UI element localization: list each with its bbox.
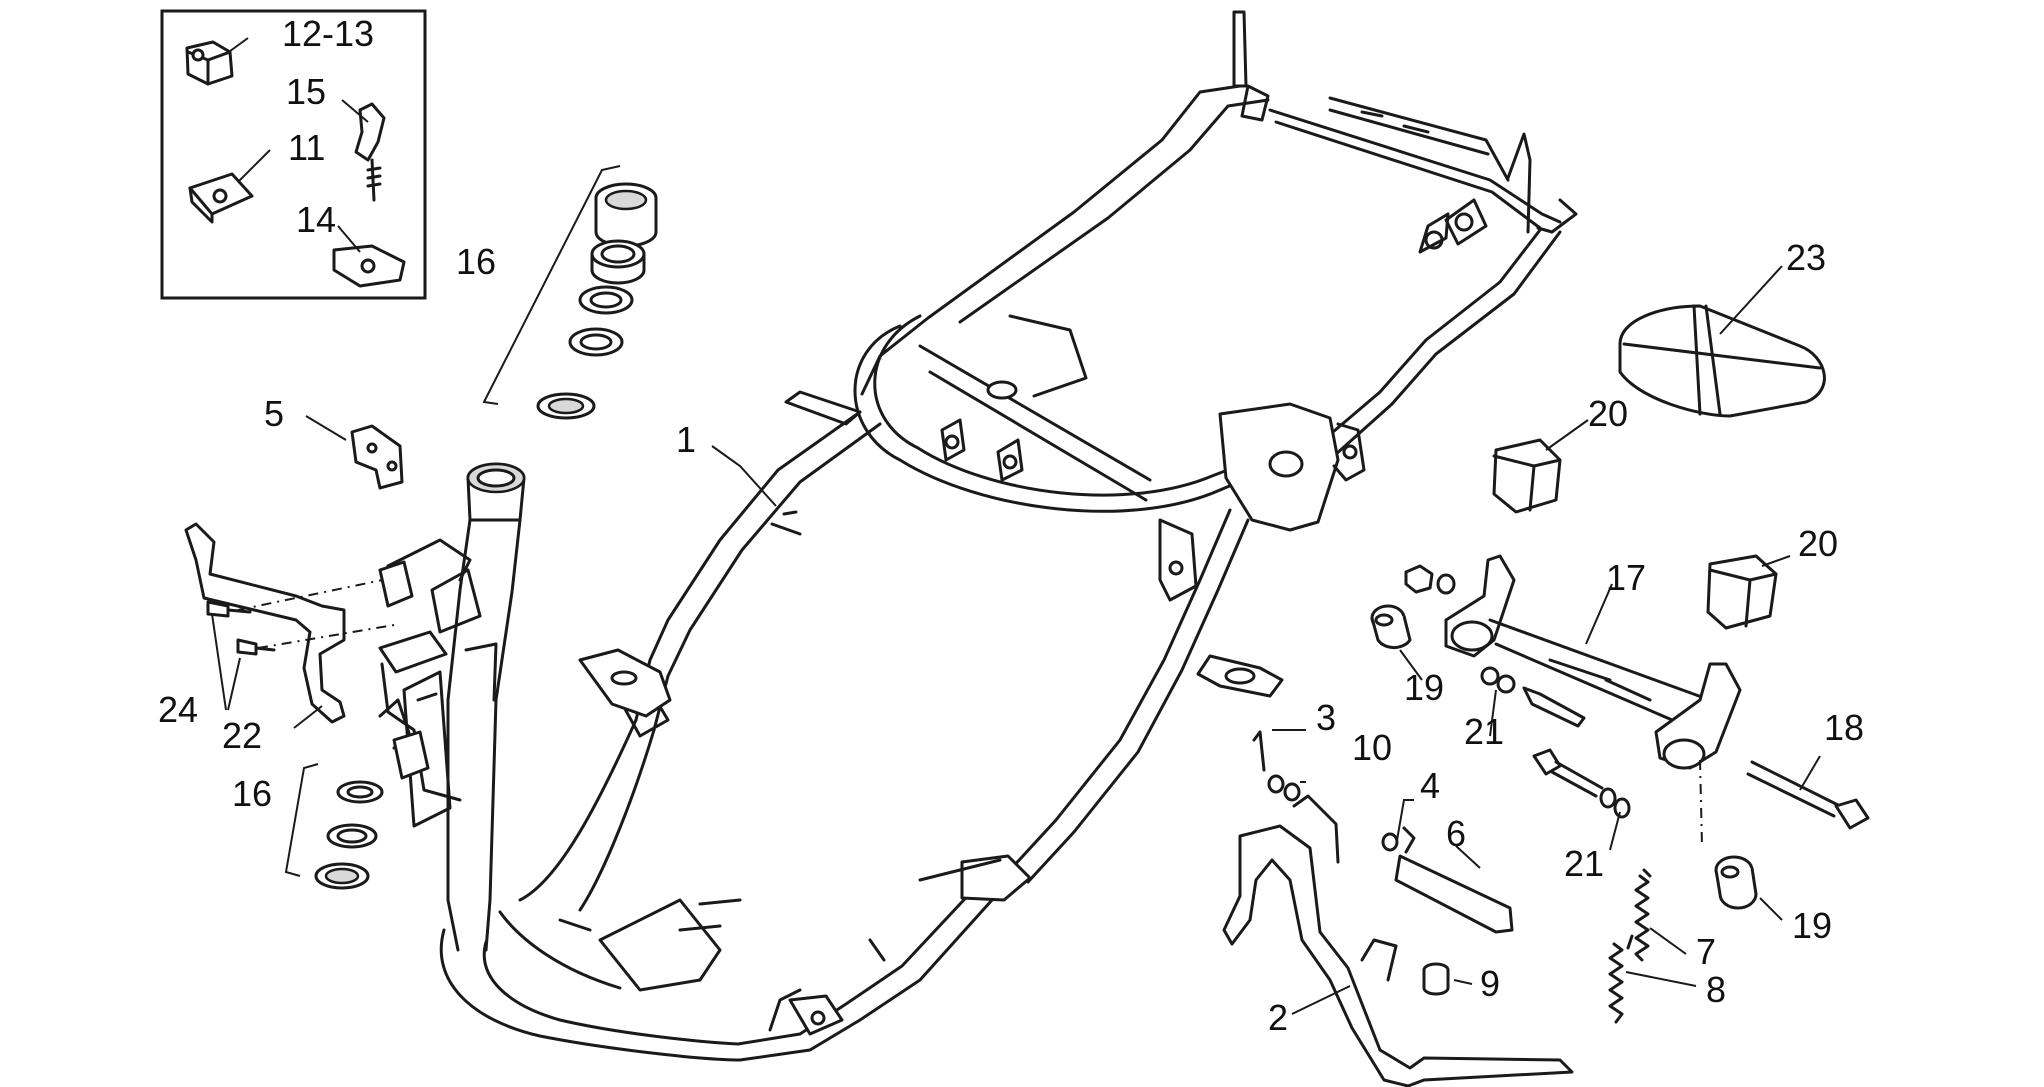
clip-part — [332, 244, 406, 288]
callout-10: 10 — [1352, 727, 1392, 768]
cable-clamp-part — [354, 102, 386, 202]
pad-part — [1618, 265, 1826, 418]
main-frame-part — [378, 10, 1578, 1062]
callout-8: 8 — [1706, 969, 1726, 1010]
callout-22: 22 — [222, 715, 262, 756]
rubber-block-upper — [1492, 419, 1589, 514]
rubber-block-lower — [1706, 554, 1791, 630]
callout-15: 15 — [286, 71, 326, 112]
silent-block-lower — [1699, 759, 1783, 921]
callout-4: 4 — [1420, 765, 1440, 806]
callout-16-bottom: 16 — [232, 773, 272, 814]
callout-14: 14 — [296, 199, 336, 240]
center-stand-part — [1222, 794, 1574, 1087]
engine-link-part — [1444, 554, 1742, 770]
hardware-inset — [160, 9, 427, 300]
callout-18: 18 — [1824, 707, 1864, 748]
callout-21-top: 21 — [1464, 711, 1504, 752]
stand-bolt-part — [1381, 799, 1514, 934]
callout-1: 1 — [676, 419, 696, 460]
callout-19-bottom: 19 — [1792, 905, 1832, 946]
spacer-part — [1422, 962, 1473, 996]
callout-21-bottom: 21 — [1564, 843, 1604, 884]
front-bracket-part — [305, 415, 404, 490]
callout-23: 23 — [1786, 237, 1826, 278]
silent-block-upper — [1370, 604, 1423, 681]
callout-16-top: 16 — [456, 241, 496, 282]
callout-7: 7 — [1696, 931, 1716, 972]
callout-19-top: 19 — [1404, 667, 1444, 708]
clip-nut-part — [185, 40, 234, 86]
side-bracket-part — [184, 522, 401, 729]
inset-frame — [160, 9, 427, 300]
steering-bearing-kit-upper — [482, 165, 658, 420]
steering-bearing-kit-lower — [284, 763, 384, 890]
callout-11: 11 — [288, 127, 325, 168]
callout-6: 6 — [1446, 813, 1466, 854]
callout-5: 5 — [264, 393, 284, 434]
callout-9: 9 — [1480, 963, 1500, 1004]
callout-20-top: 20 — [1588, 393, 1628, 434]
callout-24: 24 — [158, 689, 198, 730]
bolt-set-lower — [1532, 748, 1870, 851]
callout-20-bottom: 20 — [1798, 523, 1838, 564]
stand-pin-part — [1252, 729, 1306, 802]
callout-3: 3 — [1316, 697, 1336, 738]
callout-17: 17 — [1606, 557, 1646, 598]
nut-washer-set — [1404, 564, 1586, 737]
speed-nut-part — [188, 172, 254, 224]
spring-parts — [1608, 868, 1697, 1024]
callout-2: 2 — [1268, 997, 1288, 1038]
callout-12-13: 12-13 — [282, 13, 374, 54]
